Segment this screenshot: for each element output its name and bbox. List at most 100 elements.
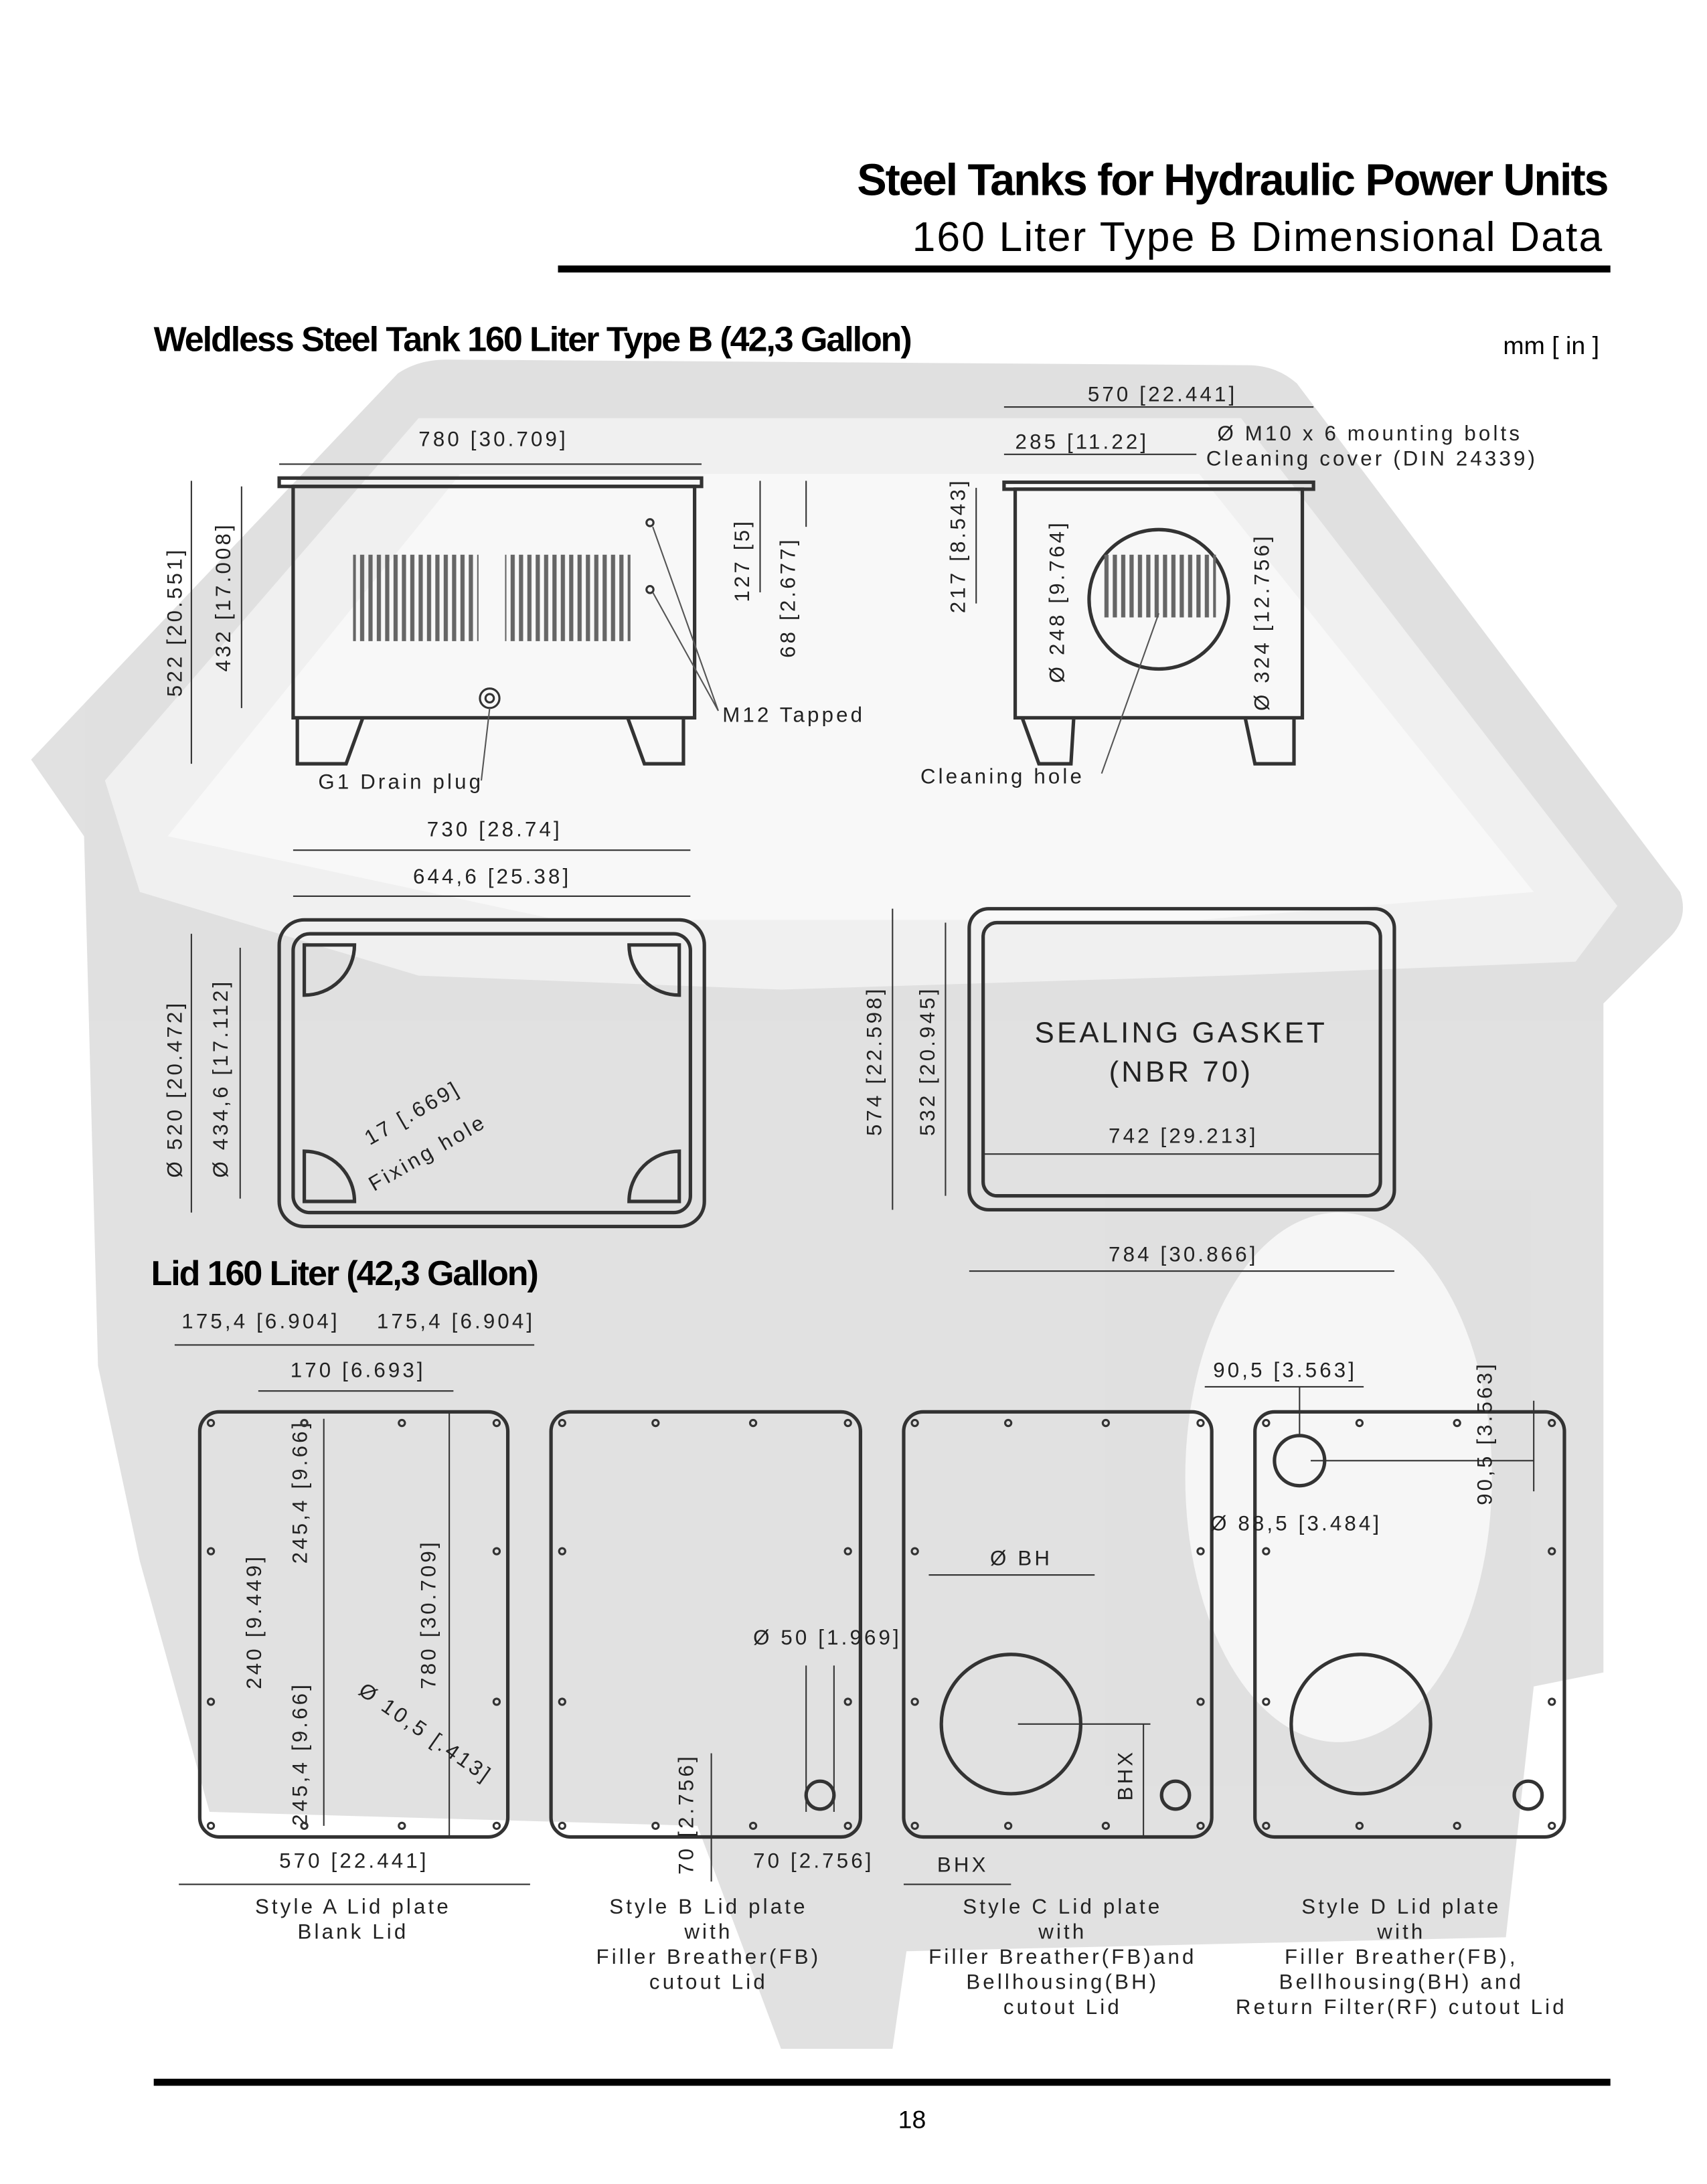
bolt-hole	[1101, 1821, 1111, 1830]
bolt-hole	[558, 1697, 566, 1706]
gasket-outer-height-dim: 574 [22.598]	[863, 987, 886, 1137]
lid-d-v-dim: 90,5 [3.563]	[1473, 1361, 1497, 1505]
bolt-hole	[558, 1821, 566, 1830]
lid-plate-outline	[549, 1410, 863, 1839]
lid-plate-outline	[1253, 1410, 1566, 1839]
side-width-dim: 570 [22.441]	[1088, 383, 1238, 406]
bolt-hole	[206, 1418, 216, 1428]
bolt-hole	[748, 1821, 758, 1830]
page-subtitle: 160 Liter Type B Dimensional Data	[912, 214, 1604, 260]
bolt-hole	[651, 1418, 660, 1428]
bolt-hole	[206, 1821, 216, 1830]
bolt-hole	[843, 1821, 852, 1830]
mounting-bolts-label: Ø M10 x 6 mounting bolts	[1217, 422, 1522, 445]
sealing-gasket-view: SEALING GASKET (NBR 70) 574 [22.598] 532…	[863, 907, 1396, 1272]
lid-d-caption-2: with	[1376, 1920, 1425, 1944]
bolt-hole	[910, 1821, 919, 1830]
bolt-hole	[1262, 1821, 1271, 1830]
bolt-hole	[492, 1547, 501, 1556]
lid-a-center-dim: 170 [6.693]	[291, 1358, 426, 1381]
lid-a-left-dim: 175,4 [6.904]	[181, 1309, 339, 1333]
filler-breather-cutout	[1159, 1779, 1192, 1811]
lid-d-h-dim: 90,5 [3.563]	[1213, 1358, 1357, 1381]
gasket-label: SEALING GASKET	[1035, 1017, 1327, 1049]
gasket-outer-width-dim: 784 [30.866]	[1109, 1243, 1258, 1266]
bolt-hole	[1262, 1697, 1271, 1706]
bolt-hole	[1453, 1418, 1461, 1428]
tank-side-view: 570 [22.441] 285 [11.22] Ø M10 x 6 mount…	[920, 383, 1538, 788]
units-label: mm [ in ]	[1503, 331, 1599, 359]
bolt-hole	[843, 1418, 852, 1428]
bolt-hole	[1262, 1418, 1271, 1428]
gasket-inner-height-dim: 532 [20.945]	[916, 987, 939, 1137]
lid-c-bhx-h-dim: BHX	[937, 1853, 989, 1877]
lid-d-caption-4: Bellhousing(BH) and	[1279, 1970, 1524, 1993]
tapped-offset-dim: 68 [2.677]	[777, 537, 800, 658]
bolt-hole	[910, 1418, 919, 1428]
top-inner-width-dim: 644,6 [25.38]	[413, 865, 571, 888]
lid-c-caption-5: cutout Lid	[1003, 1995, 1122, 2019]
lid-d-caption-3: Filler Breather(FB),	[1285, 1945, 1518, 1968]
lid-c-caption-3: Filler Breather(FB)and	[928, 1945, 1196, 1968]
lid-a-v-mid-dim: 240 [9.449]	[242, 1554, 266, 1689]
bolt-hole	[910, 1697, 919, 1706]
tank-front-view: 780 [30.709] 522 [20.551] 432 [17.008] 1…	[163, 427, 865, 793]
lid-d-caption-5: Return Filter(RF) cutout Lid	[1236, 1995, 1567, 2019]
lid-d-caption-1: Style D Lid plate	[1301, 1895, 1501, 1918]
lid-b-diameter-dim: Ø 50 [1.969]	[753, 1626, 902, 1649]
lid-plate-outline	[902, 1410, 1214, 1839]
bolt-hole	[843, 1547, 852, 1556]
lid-b-h-dim: 70 [2.756]	[753, 1849, 874, 1872]
bolt-hole	[398, 1418, 406, 1428]
lid-b-caption-1: Style B Lid plate	[609, 1895, 807, 1918]
lid-style-d: 90,5 [3.563] 90,5 [3.563] Ø 88,5 [3.484]…	[1204, 1358, 1567, 2019]
top-inner-depth-dim: Ø 434,6 [17.112]	[209, 979, 232, 1178]
side-half-width-dim: 285 [11.22]	[1015, 430, 1149, 454]
bolt-hole	[1548, 1821, 1556, 1830]
lid-style-b: Ø 50 [1.969] 70 [2.756] 70 [2.756] Style…	[549, 1410, 902, 1993]
bolt-hole	[300, 1821, 309, 1830]
bolt-hole	[558, 1547, 566, 1556]
lid-b-caption-4: cutout Lid	[649, 1970, 768, 1993]
lid-c-caption-1: Style C Lid plate	[963, 1895, 1162, 1918]
lid-section-heading: Lid 160 Liter (42,3 Gallon)	[151, 1254, 538, 1293]
lid-c-bh-dim: Ø BH	[990, 1546, 1052, 1570]
bolt-hole	[1355, 1821, 1364, 1830]
lid-a-right-dim: 175,4 [6.904]	[377, 1309, 535, 1333]
tank-section-heading: Weldless Steel Tank 160 Liter Type B (42…	[154, 321, 911, 359]
bolt-hole	[300, 1418, 309, 1428]
bolt-hole	[206, 1547, 216, 1556]
tank-watermark-image	[31, 359, 1684, 2049]
bolt-hole	[1196, 1418, 1205, 1428]
lid-c-caption-2: with	[1038, 1920, 1086, 1944]
bolt-hole	[1548, 1697, 1556, 1706]
bolt-hole	[1548, 1418, 1556, 1428]
m12-tapped-label: M12 Tapped	[722, 703, 865, 727]
top-outer-depth-dim: Ø 520 [20.472]	[163, 1001, 186, 1178]
bolt-circle-dim: Ø 324 [12.756]	[1250, 533, 1274, 711]
lid-a-caption-2: Blank Lid	[297, 1920, 408, 1944]
gasket-inner-width-dim: 742 [29.213]	[1109, 1124, 1258, 1148]
bolt-hole	[1453, 1821, 1461, 1830]
bolt-hole	[651, 1821, 660, 1830]
page-number: 18	[898, 2106, 926, 2134]
bolt-hole	[1003, 1418, 1013, 1428]
bolt-hole	[748, 1418, 758, 1428]
bolt-hole	[1262, 1547, 1271, 1556]
lid-c-bhx-v-dim: BHX	[1113, 1750, 1137, 1801]
lid-d-diameter-dim: Ø 88,5 [3.484]	[1210, 1511, 1382, 1535]
bolt-hole	[206, 1697, 216, 1706]
lid-style-c: Ø BH BHX BHX Style C Lid plate with Fill…	[902, 1410, 1214, 2019]
lid-a-width-dim: 570 [22.441]	[279, 1849, 429, 1872]
bolt-hole	[1196, 1697, 1205, 1706]
filler-breather-cutout	[1512, 1779, 1544, 1811]
bolt-hole	[558, 1418, 566, 1428]
bellhousing-cutout	[1289, 1653, 1433, 1796]
page-title: Steel Tanks for Hydraulic Power Units	[857, 156, 1607, 205]
lid-b-v-dim: 70 [2.756]	[675, 1754, 698, 1875]
lid-b-caption-3: Filler Breather(FB)	[596, 1945, 821, 1968]
cleaning-hole-label: Cleaning hole	[920, 764, 1084, 788]
cleaning-cover-label: Cleaning cover (DIN 24339)	[1206, 446, 1538, 470]
lid-a-v-top-dim: 245,4 [9.66]	[289, 1420, 312, 1564]
